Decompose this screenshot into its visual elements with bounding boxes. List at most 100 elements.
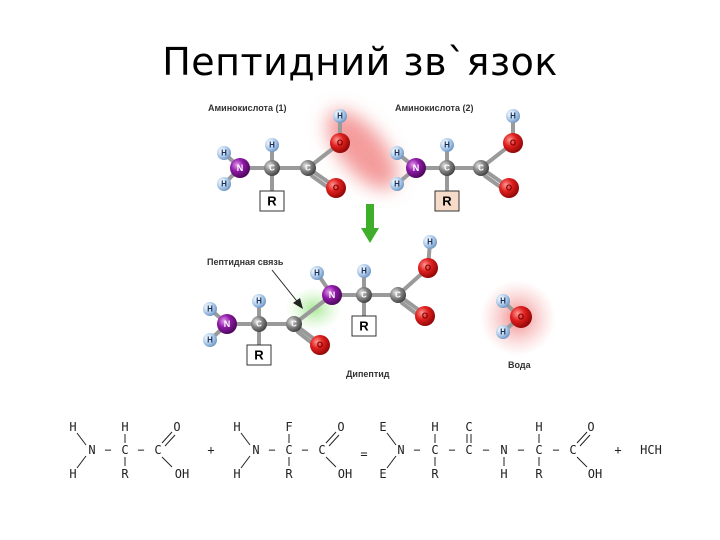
svg-text:C: C (318, 443, 325, 457)
svg-text:H: H (256, 297, 262, 306)
oxygen-atom: O (415, 306, 435, 326)
svg-text:−: − (268, 443, 275, 457)
svg-text:−: − (413, 443, 420, 457)
oxygen-atom: O (326, 178, 346, 198)
amino-acid-2-label: Аминокислота (2) (395, 103, 473, 113)
svg-text:O: O (173, 420, 180, 434)
svg-text:R: R (121, 467, 129, 481)
svg-text:O: O (337, 420, 344, 434)
plus-sign: + (207, 443, 214, 457)
svg-text:N: N (224, 319, 231, 329)
water-label: Вода (508, 360, 532, 370)
oxygen-atom: O (330, 133, 350, 153)
svg-text:H: H (207, 336, 213, 345)
svg-text:C: C (361, 291, 367, 300)
svg-text:H: H (444, 141, 450, 150)
reaction-equation: H H N − H C R − C O OH + (69, 420, 661, 481)
equals-sign: = (360, 447, 367, 461)
svg-text:H: H (394, 180, 400, 189)
svg-text:O: O (425, 264, 431, 273)
svg-text:H: H (314, 269, 320, 278)
plus-sign: + (614, 443, 621, 457)
svg-text:N: N (252, 443, 259, 457)
svg-text:C: C (269, 164, 275, 173)
svg-text:C: C (431, 443, 438, 457)
dipeptide-label: Дипептид (346, 369, 390, 379)
svg-text:H: H (431, 420, 438, 434)
svg-text:O: O (333, 184, 339, 193)
svg-text:C: C (121, 443, 128, 457)
svg-text:H: H (500, 297, 506, 306)
svg-text:H: H (233, 467, 240, 481)
svg-text:C: C (291, 320, 297, 329)
svg-text:H: H (427, 238, 433, 247)
svg-text:C: C (444, 164, 450, 173)
hydrogen-atom: H (265, 138, 279, 152)
svg-text:N: N (500, 443, 507, 457)
svg-text:C: C (305, 164, 311, 173)
svg-text:C: C (395, 291, 401, 300)
svg-text:H: H (221, 180, 227, 189)
svg-text:O: O (510, 139, 516, 148)
hydrogen-atom: H (496, 294, 510, 308)
svg-text:O: O (422, 312, 428, 321)
svg-text:R: R (442, 194, 452, 209)
svg-text:H: H (269, 141, 275, 150)
svg-text:O: O (337, 139, 343, 148)
svg-text:O: O (518, 313, 524, 322)
svg-text:C: C (569, 443, 576, 457)
svg-text:N: N (413, 163, 420, 173)
svg-text:−: − (448, 443, 455, 457)
hydrogen-atom: H (440, 138, 454, 152)
svg-text:H: H (233, 420, 240, 434)
svg-text:O: O (317, 341, 323, 350)
svg-text:−: − (301, 443, 308, 457)
hydrogen-atom: H (423, 235, 437, 249)
hydrogen-atom: H (390, 177, 404, 191)
svg-text:H: H (500, 328, 506, 337)
hydrogen-atom: H (203, 333, 217, 347)
radical-box: R (246, 344, 272, 366)
svg-text:−: − (104, 443, 111, 457)
svg-text:C: C (535, 443, 542, 457)
svg-text:E: E (379, 467, 386, 481)
carbon-atom: C (390, 287, 406, 303)
svg-text:OH: OH (588, 467, 602, 481)
svg-text:OH: OH (338, 467, 352, 481)
svg-text:H: H (394, 149, 400, 158)
radical-box: R (434, 190, 460, 212)
oxygen-atom: O (503, 133, 523, 153)
svg-text:R: R (535, 467, 543, 481)
svg-text:−: − (482, 443, 489, 457)
water-molecule: H H O (496, 294, 532, 339)
carbon-atom: C (439, 160, 455, 176)
svg-text:R: R (267, 194, 277, 209)
nitrogen-atom: N (217, 314, 237, 334)
svg-text:C: C (256, 320, 262, 329)
slide-title: Пептидний зв`язок (162, 40, 558, 84)
amino-acid-2-molecule (395, 114, 515, 195)
equation-dipeptide: E E N − H C R − C C − N H − (379, 420, 602, 481)
svg-text:N: N (237, 163, 244, 173)
svg-text:C: C (465, 420, 472, 434)
carbon-atom: C (251, 316, 267, 332)
amino-acid-1-molecule (222, 114, 342, 195)
svg-text:R: R (285, 467, 293, 481)
svg-text:H: H (337, 112, 343, 121)
hydrogen-atom: H (310, 266, 324, 280)
svg-text:H: H (69, 467, 76, 481)
svg-text:H: H (69, 420, 76, 434)
reaction-arrow (361, 204, 379, 243)
hydrogen-atom: H (357, 264, 371, 278)
hydrogen-atom: H (390, 146, 404, 160)
nitrogen-atom: N (322, 285, 342, 305)
svg-text:R: R (359, 319, 369, 334)
carbon-atom: C (286, 316, 302, 332)
svg-text:−: − (517, 443, 524, 457)
peptide-bond-label: Пептидная связь (207, 257, 284, 267)
svg-text:H: H (207, 305, 213, 314)
svg-text:O: O (587, 420, 594, 434)
oxygen-atom: O (510, 306, 532, 328)
